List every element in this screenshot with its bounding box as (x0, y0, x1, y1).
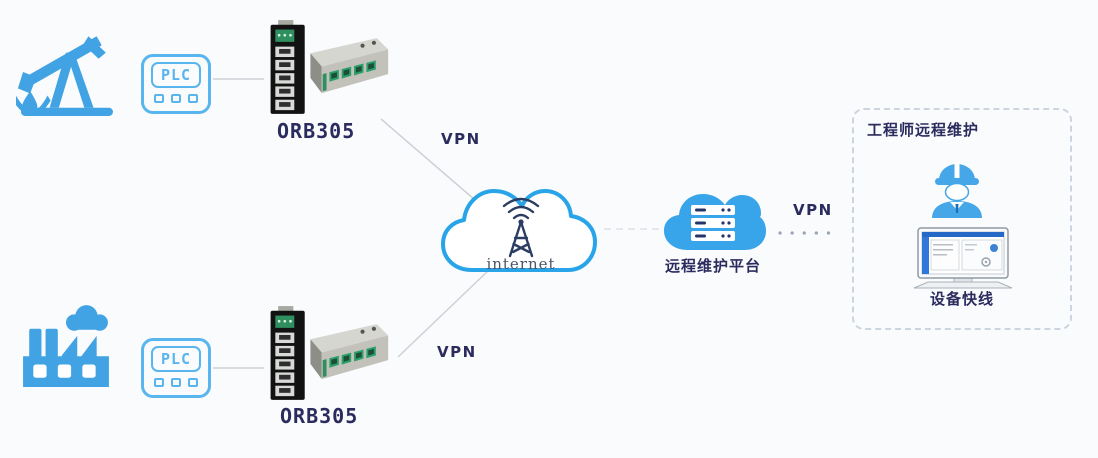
vpn-label-top: VPN (441, 130, 481, 148)
factory-icon (23, 305, 109, 387)
plc-label: PLC (151, 62, 201, 88)
platform-cloud (664, 194, 766, 250)
vpn-label-bottom: VPN (437, 343, 477, 361)
plc-buttons (151, 94, 201, 103)
oil-pump-icon (16, 36, 113, 116)
plc-device-top: PLC (141, 54, 211, 114)
plc-label: PLC (151, 346, 201, 372)
internet-cloud: internet (441, 189, 597, 273)
antenna-icon (502, 197, 540, 258)
monitor-icon (913, 227, 1013, 289)
router-image-bottom (270, 306, 389, 400)
engineer-panel-title: 工程师远程维护 (867, 121, 980, 139)
plc-buttons (151, 378, 201, 387)
engineer-icon (932, 162, 982, 218)
internet-label: internet (486, 255, 555, 273)
platform-label: 远程维护平台 (664, 257, 761, 275)
engineer-panel: 工程师远程维护 设备快线 (852, 108, 1072, 330)
server-stack-icon (691, 205, 735, 241)
router-label-bottom: ORB305 (280, 404, 359, 428)
router-image-top (270, 20, 389, 114)
software-label: 设备快线 (929, 290, 994, 308)
plc-device-bottom: PLC (141, 338, 211, 398)
router-label-top: ORB305 (277, 119, 356, 143)
vpn-label-platform: VPN (793, 201, 833, 219)
